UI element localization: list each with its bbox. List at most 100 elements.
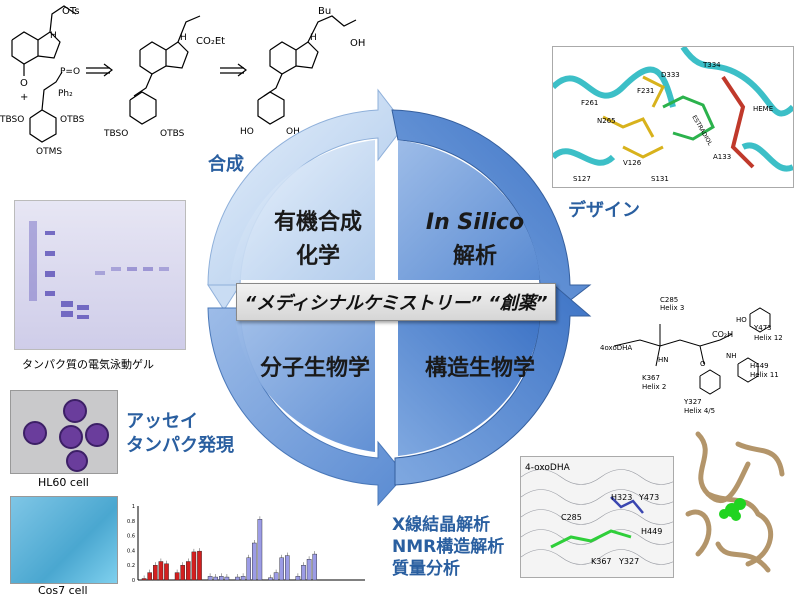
label-line: 質量分析 [392, 559, 460, 579]
y-tick-label: 1 [132, 504, 135, 510]
chem-h2: H [180, 33, 187, 43]
quadrant-arrow-top-right [391, 109, 592, 313]
chem-ph: Ph₂ [58, 89, 73, 99]
mechanism-label: O [700, 360, 706, 368]
mechanism-label: CO₂H [712, 330, 734, 339]
chem-ots: OTs [62, 6, 80, 17]
bar [312, 553, 318, 581]
cycle-diagram [207, 88, 592, 507]
docking-structure-image: D333 T334 F231 F261 N265 ESTRADIOL HEME … [552, 46, 794, 188]
bar [191, 551, 197, 581]
chem-h3: H [310, 33, 317, 43]
bar [218, 576, 224, 581]
chem-ester: CO₂Et [196, 36, 225, 47]
mechanism-label: HO [736, 316, 747, 324]
gel-electrophoresis-image [14, 200, 186, 350]
chem-carbonyl: O [20, 78, 28, 89]
quadrant-molecular-biology: 分子生物学 [259, 356, 370, 381]
mechanism-label: Helix 12 [754, 334, 783, 342]
residue-label: F231 [637, 87, 655, 95]
chem-bu: Bu [318, 6, 331, 17]
mechanism-label: Helix 3 [660, 304, 685, 312]
residue-label: HEME [753, 105, 774, 113]
label-line: NMR構造解析 [392, 537, 505, 557]
bar [235, 576, 240, 581]
bar [268, 577, 273, 581]
bar [147, 572, 153, 581]
label-assay: アッセイ タンパク発現 [126, 410, 234, 458]
xray-label: 4-oxoDHA [525, 463, 570, 473]
mechanism-label: HN [658, 356, 669, 364]
y-tick-label: 0.6 [127, 534, 135, 540]
mechanism-label: C285 [660, 296, 679, 304]
bar [185, 561, 191, 581]
chem-ho: HO [240, 127, 254, 137]
bar [174, 572, 180, 581]
chem-h1: H [50, 31, 57, 41]
label-analysis: X線結晶解析 NMR構造解析 質量分析 [392, 514, 504, 580]
binding-mechanism-diagram: C285 Helix 3 4oxoDHA CO₂H HO Y473 Helix … [600, 294, 796, 424]
bar [153, 564, 158, 581]
xray-label: Y327 [619, 557, 640, 566]
chem-oh: OH [350, 38, 365, 49]
y-tick-label: 0.2 [127, 563, 135, 569]
cos7-cell-image [10, 496, 118, 584]
mechanism-label: Y327 [684, 398, 702, 406]
bar [257, 519, 263, 581]
residue-label: F261 [581, 99, 599, 107]
mechanism-label: NH [726, 352, 737, 360]
center-banner: “メディシナルケミストリー” “創薬” [236, 283, 556, 321]
y-tick-label: 0.4 [127, 548, 135, 554]
label-design: デザイン [568, 200, 640, 221]
chem-oh2: OH [286, 127, 300, 137]
residue-label: A133 [713, 153, 732, 161]
bar [207, 576, 213, 581]
mechanism-label: H449 [750, 362, 769, 370]
bar [141, 578, 147, 581]
bar [306, 559, 312, 581]
xray-label: H449 [641, 527, 663, 536]
quadrant-structural-biology: 構造生物学 [424, 356, 535, 381]
quadrant-label-line: In Silico [425, 210, 525, 235]
quadrant-arrow-bottom-right [394, 285, 592, 486]
residue-label: V126 [623, 159, 642, 167]
residue-label: N265 [597, 117, 616, 125]
bar [240, 576, 246, 581]
synthesis-scheme: OTs H O + P=O Ph₂ TBSO OTMS OTBS CO₂Et H… [0, 5, 365, 157]
bar [197, 550, 202, 581]
mechanism-label: Helix 2 [642, 383, 667, 391]
bar [295, 576, 301, 581]
chem-middle-otbs: OTBS [160, 129, 185, 139]
quadrant-in-silico: In Silico 解析 [410, 206, 540, 274]
bar [164, 563, 169, 581]
protein-ribbon-image [678, 424, 792, 578]
label-line: X線結晶解析 [392, 515, 491, 535]
chem-tbso-left: TBSO [0, 115, 24, 125]
xray-label: K367 [591, 557, 612, 566]
bar [284, 555, 290, 581]
bar [213, 576, 218, 581]
quadrant-label-line: 化学 [295, 244, 340, 269]
xray-density-image: 4-oxoDHA C285 H323 Y473 H449 K367 Y327 [520, 456, 674, 578]
chem-middle-tbso: TBSO [103, 129, 128, 139]
quadrant-organic-chemistry: 有機合成 化学 [248, 206, 388, 274]
bar [180, 564, 185, 581]
bar [158, 561, 164, 581]
y-tick-label: 0 [132, 578, 135, 584]
label-line: アッセイ [126, 411, 198, 432]
chem-otms: OTMS [36, 147, 62, 157]
residue-label: D333 [661, 71, 680, 79]
chem-po: P=O [60, 67, 80, 77]
caption-cos7: Cos7 cell [38, 584, 88, 597]
residue-label: T334 [703, 61, 721, 69]
y-tick-label: 0.8 [127, 519, 135, 525]
hl60-cell-image [10, 390, 118, 474]
mechanism-label: 4oxoDHA [600, 344, 633, 352]
bar [251, 542, 257, 581]
chem-plus: + [20, 92, 28, 103]
bar [224, 576, 230, 581]
chem-otbs: OTBS [60, 115, 85, 125]
bar [301, 564, 306, 581]
xray-label: C285 [561, 513, 582, 522]
bar [273, 572, 279, 581]
